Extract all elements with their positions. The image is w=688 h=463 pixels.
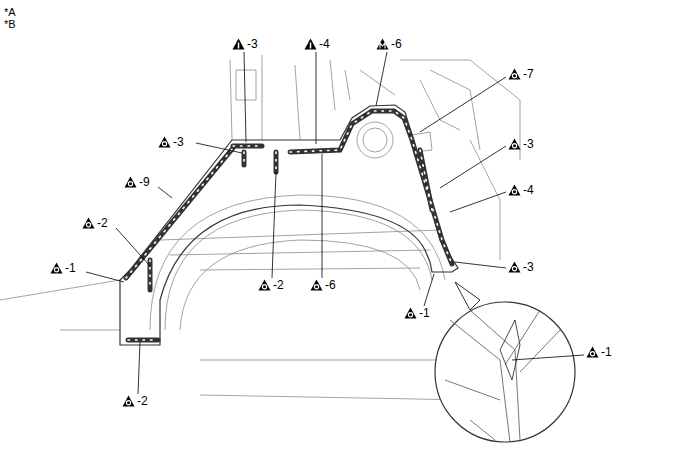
view-marker: *A: [4, 6, 16, 18]
weld-symbol: [122, 395, 135, 407]
callout-number: -4: [318, 37, 331, 51]
callout-label: -4: [304, 37, 331, 51]
callout-number: -2: [272, 278, 285, 292]
callout-number: -1: [600, 345, 613, 359]
weld-symbol: [508, 138, 521, 150]
weld-symbol: [124, 176, 137, 188]
weld-symbol: [376, 38, 389, 50]
weld-symbol: [50, 262, 63, 274]
weld-symbol: [232, 38, 245, 50]
callout-number: -2: [136, 394, 149, 408]
callout-label: -4: [508, 183, 535, 197]
weld-symbol: [82, 217, 95, 229]
callout-label: -3: [158, 135, 185, 149]
weld-symbol: [258, 279, 271, 291]
callout-label: -3: [232, 37, 259, 51]
callout-label: -9: [124, 175, 151, 189]
callout-number: -6: [390, 37, 403, 51]
view-marker: *B: [4, 18, 16, 30]
callout-number: -3: [522, 260, 535, 274]
callout-label: -2: [258, 278, 285, 292]
callout-number: -9: [138, 175, 151, 189]
callout-number: -7: [522, 67, 535, 81]
callout-label: -6: [310, 278, 337, 292]
callout-label: -2: [122, 394, 149, 408]
callout-number: -3: [246, 37, 259, 51]
weld-symbol: [586, 346, 599, 358]
callout-label: -1: [586, 345, 613, 359]
view-marker-text: *A: [4, 6, 16, 18]
callout-label: -6: [376, 37, 403, 51]
weld-symbol: [508, 261, 521, 273]
callout-number: -1: [64, 261, 77, 275]
callout-number: -3: [172, 135, 185, 149]
callout-label: -3: [508, 260, 535, 274]
callout-label: -1: [404, 306, 431, 320]
weld-symbol: [310, 279, 323, 291]
weld-symbol: [404, 307, 417, 319]
callout-label: -1: [50, 261, 77, 275]
callout-label: -2: [82, 216, 109, 230]
weld-symbol: [304, 38, 317, 50]
view-marker-text: *B: [4, 18, 16, 30]
callout-number: -1: [418, 306, 431, 320]
callout-label: -7: [508, 67, 535, 81]
callout-number: -4: [522, 183, 535, 197]
weld-symbol: [508, 68, 521, 80]
callout-number: -6: [324, 278, 337, 292]
callout-number: -3: [522, 137, 535, 151]
weld-symbol: [508, 184, 521, 196]
callout-label: -3: [508, 137, 535, 151]
weld-symbol: [158, 136, 171, 148]
callout-number: -2: [96, 216, 109, 230]
